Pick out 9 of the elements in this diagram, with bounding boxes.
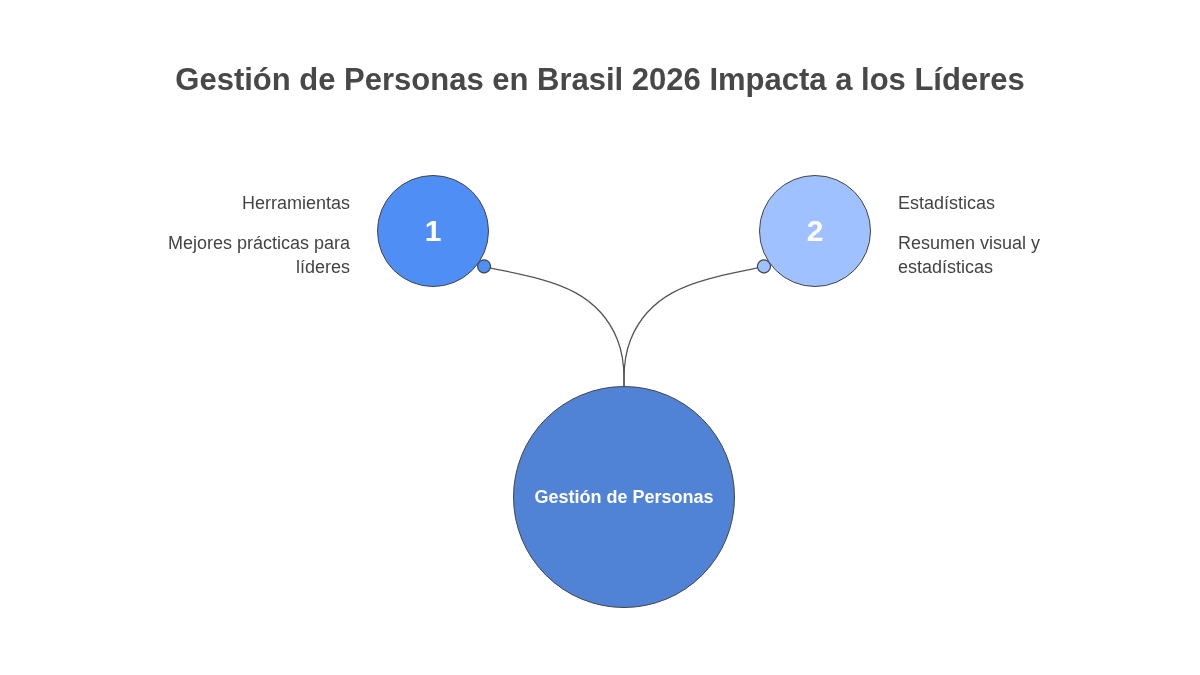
circle-label: 2 (806, 214, 824, 248)
connector-line (623, 259, 772, 387)
title: Gestión de Personas en Brasil 2026 Impacta a los Líderes (174, 62, 1026, 98)
side-note: Mejores prácticas para líderes (166, 232, 350, 279)
circle-label: 1 (424, 214, 442, 248)
side-note: Resumen visual y estadísticas (898, 232, 1042, 279)
circle-label: Gestión de Personas (534, 486, 714, 508)
side-note: Estadísticas (898, 192, 997, 215)
side-note: Herramientas (240, 192, 350, 215)
